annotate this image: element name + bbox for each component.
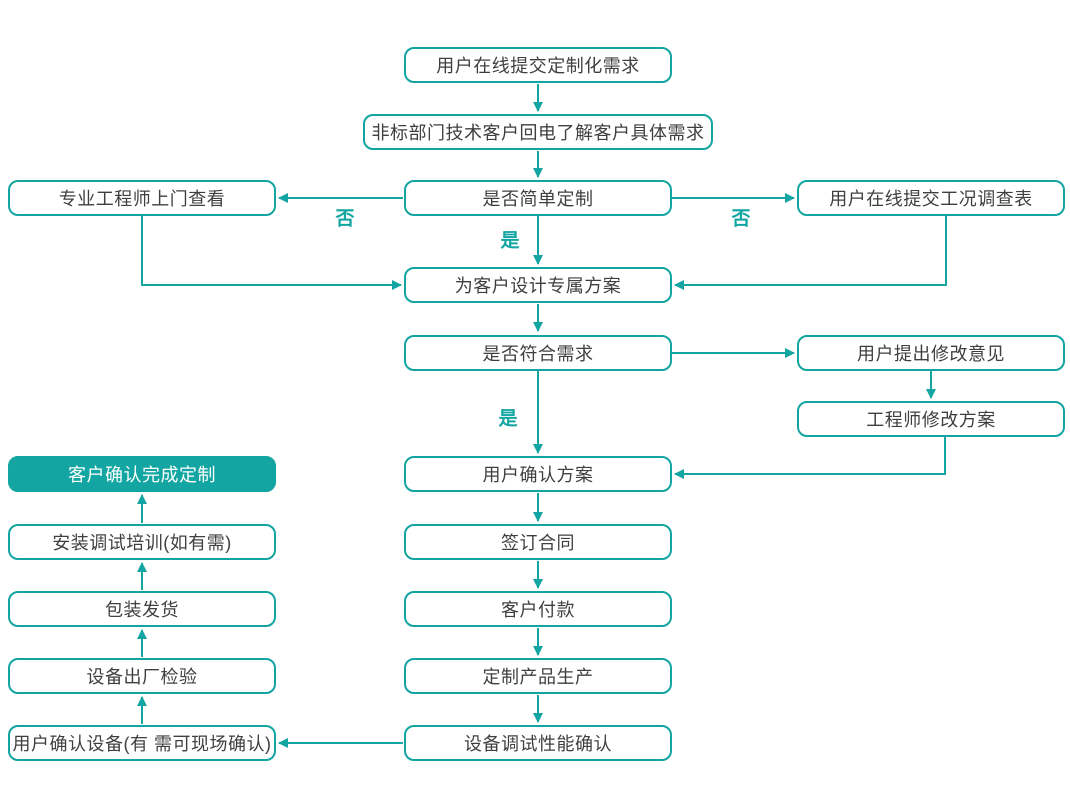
connector-revise-to-confirm bbox=[674, 437, 946, 479]
node-feedback: 用户提出修改意见 bbox=[797, 335, 1065, 371]
node-simple-decision: 是否简单定制 bbox=[404, 180, 672, 216]
node-submit-request: 用户在线提交定制化需求 bbox=[404, 47, 672, 83]
connector-visit-to-design bbox=[141, 216, 402, 290]
node-engineer-visit: 专业工程师上门查看 bbox=[8, 180, 276, 216]
node-survey-form: 用户在线提交工况调查表 bbox=[797, 180, 1065, 216]
node-training: 安装调试培训(如有需) bbox=[8, 524, 276, 560]
node-revise-plan: 工程师修改方案 bbox=[797, 401, 1065, 437]
node-design-plan: 为客户设计专属方案 bbox=[404, 267, 672, 303]
node-debug-confirm: 设备调试性能确认 bbox=[404, 725, 672, 761]
node-user-confirm-device: 用户确认设备(有 需可现场确认) bbox=[8, 725, 276, 761]
edge-label-yes-bottom: 是 bbox=[498, 408, 518, 430]
node-shipping: 包装发货 bbox=[8, 591, 276, 627]
node-factory-inspection: 设备出厂检验 bbox=[8, 658, 276, 694]
node-sign-contract: 签订合同 bbox=[404, 524, 672, 560]
node-confirm-plan: 用户确认方案 bbox=[404, 456, 672, 492]
edge-label-no-left: 否 bbox=[335, 208, 355, 230]
connector-survey-to-design bbox=[674, 216, 947, 290]
edge-label-no-right: 否 bbox=[731, 208, 751, 230]
node-meet-decision: 是否符合需求 bbox=[404, 335, 672, 371]
node-payment: 客户付款 bbox=[404, 591, 672, 627]
node-production: 定制产品生产 bbox=[404, 658, 672, 694]
node-callback: 非标部门技术客户回电了解客户具体需求 bbox=[363, 114, 713, 150]
edge-label-yes-top: 是 bbox=[500, 230, 520, 252]
node-complete: 客户确认完成定制 bbox=[8, 456, 276, 492]
